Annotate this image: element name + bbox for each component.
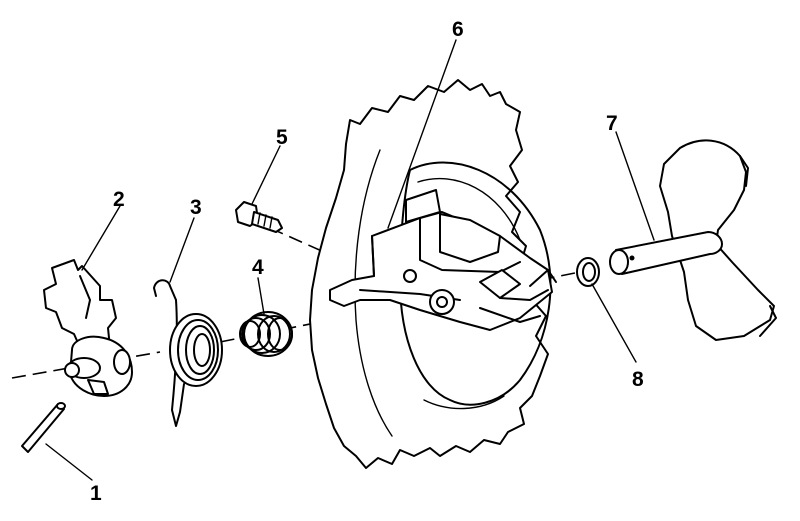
leader-lines: [45, 39, 655, 481]
callout-8: 8: [632, 368, 644, 391]
shaft-part-7: [609, 139, 777, 341]
callout-3: 3: [190, 196, 202, 219]
screw-part-5: [235, 201, 283, 233]
callout-5: 5: [276, 126, 288, 149]
washer-part-8: [576, 257, 600, 287]
callout-1: 1: [90, 482, 102, 505]
callout-labels: 1 2 3 4 5 6 7 8: [90, 18, 644, 505]
torsion-spring-part-3: [153, 279, 223, 427]
callout-7: 7: [606, 112, 618, 135]
lever-part-2: [43, 259, 133, 397]
callout-6: 6: [452, 18, 464, 41]
compression-spring-part-4: [239, 311, 293, 357]
pin-part-1: [21, 402, 66, 453]
callout-2: 2: [113, 188, 125, 211]
latch-mechanism-part-6: [329, 189, 557, 331]
callout-4: 4: [252, 256, 264, 279]
